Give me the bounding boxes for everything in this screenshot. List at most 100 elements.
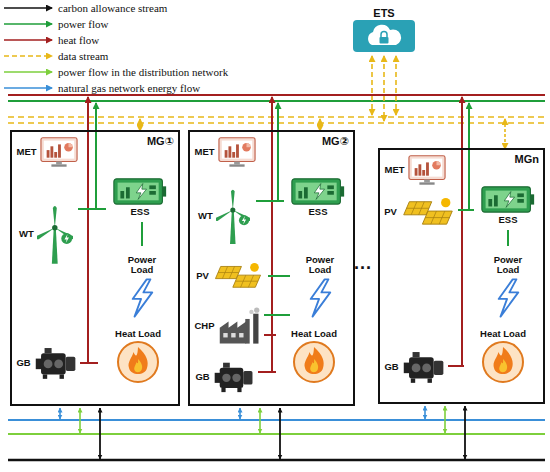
gas-boiler-icon [34, 344, 78, 382]
gas-boiler: GB [14, 334, 80, 392]
microgrid-label: MG① [147, 135, 174, 148]
wind-turbine-symbol [216, 190, 250, 244]
component-label: ESS [130, 207, 149, 217]
component-label: WT [19, 229, 34, 239]
gas-boiler: GB [382, 340, 448, 394]
distribution-link [259, 408, 261, 433]
data-feeder [504, 119, 506, 149]
component-label: Heat Load [291, 329, 337, 339]
power-flow-line [78, 208, 106, 210]
power-load-symbol [499, 280, 519, 317]
pv-panel: PV [382, 190, 458, 234]
microgrid-box: MGnMET PV ESS Power LoadGB Heat Load [378, 148, 545, 404]
legend-text: carbon allowance stream [58, 2, 167, 14]
energy-terminal: MET [14, 134, 80, 170]
gas-boiler-symbol [35, 348, 75, 379]
legend-text: power flow [58, 18, 108, 30]
power-load: Power Load [478, 246, 538, 328]
data-link [383, 56, 385, 121]
component-label: WT [198, 211, 213, 221]
carbon-link [464, 406, 466, 459]
microgrid-box: MG① MET ESS WT Power LoadGB Heat Load [10, 130, 180, 406]
microgrid-label: MGn [515, 153, 539, 166]
component-label: CHP [194, 321, 214, 331]
storage-battery: ESS [474, 180, 542, 230]
component-label: MET [16, 147, 36, 157]
carbon-bus [8, 459, 545, 462]
heat-flow-line [80, 362, 98, 364]
gas-boiler-symbol [403, 352, 443, 383]
heat-bus [8, 94, 545, 96]
heat-load: Heat Load [464, 320, 542, 392]
legend-sample [4, 55, 52, 57]
energy-terminal-icon [408, 154, 446, 186]
power-flow-line [507, 230, 509, 246]
component-label: MET [384, 165, 404, 175]
gas-boiler: GB [192, 352, 258, 402]
pv-panel-symbol [404, 198, 453, 224]
data-link [395, 56, 397, 115]
carbon-link [99, 408, 101, 459]
component-label: GB [195, 372, 209, 382]
power-feeder [95, 103, 97, 209]
power-load-symbol [133, 280, 153, 317]
power-flow-line [458, 209, 474, 211]
heat-load: Heat Load [276, 320, 352, 392]
pv-panel: PV [192, 256, 268, 296]
component-label: Heat Load [115, 329, 161, 339]
heat-feeder [461, 97, 463, 366]
storage-battery-icon [290, 176, 346, 206]
gas-boiler-symbol [214, 363, 252, 392]
heat-load-symbol [118, 342, 158, 382]
pv-panel-symbol [215, 263, 260, 287]
distribution-link [444, 406, 446, 433]
legend-text: natural gas network energy flow [58, 82, 200, 94]
power-load-icon [494, 276, 522, 320]
gas-link [59, 408, 61, 419]
heat-flow-line [264, 334, 276, 336]
component-label: ESS [498, 215, 517, 225]
component-label: PV [384, 207, 397, 217]
power-load: Power Load [112, 246, 172, 328]
power-load-icon [306, 276, 334, 320]
ets-cloud-server: ETS [350, 4, 418, 54]
gas-link [239, 408, 241, 419]
heat-load-symbol [483, 342, 523, 382]
legend-sample [4, 39, 52, 41]
pv-panel-icon [400, 196, 456, 228]
power-load: Power Load [290, 246, 350, 328]
ellipsis-mark: ··· [354, 258, 372, 278]
heat-load-icon [481, 340, 525, 384]
component-label: PV [196, 271, 209, 281]
legend-sample [4, 87, 52, 89]
component-label: Power Load [125, 255, 159, 276]
power-feeder [277, 103, 279, 201]
component-label: Heat Load [480, 329, 526, 339]
storage-battery-symbol [292, 179, 344, 204]
wind-turbine-icon [216, 184, 250, 248]
heat-load-symbol [294, 342, 334, 382]
component-label: MET [194, 147, 214, 157]
heat-flow-line [448, 365, 464, 367]
energy-terminal-symbol [408, 156, 444, 185]
energy-terminal: MET [192, 134, 258, 170]
legend-sample [4, 23, 52, 25]
wind-turbine: WT [192, 180, 256, 252]
component-label: GB [16, 358, 30, 368]
data-link [371, 56, 373, 115]
heat-feeder [271, 97, 273, 372]
gas-boiler-icon [402, 348, 446, 386]
pv-panel-icon [212, 261, 264, 291]
power-flow-line [256, 200, 284, 202]
chp-unit-symbol [219, 308, 259, 344]
chp-unit-icon [218, 305, 262, 347]
legend-text: power flow in the distribution network [58, 66, 228, 78]
storage-battery: ESS [284, 172, 352, 222]
component-label: ETS [373, 7, 394, 19]
gas-boiler-icon [213, 359, 255, 395]
wind-turbine: WT [14, 196, 78, 272]
component-label: Power Load [491, 255, 525, 276]
chp-unit: CHP [192, 302, 264, 350]
component-label: GB [384, 362, 398, 372]
